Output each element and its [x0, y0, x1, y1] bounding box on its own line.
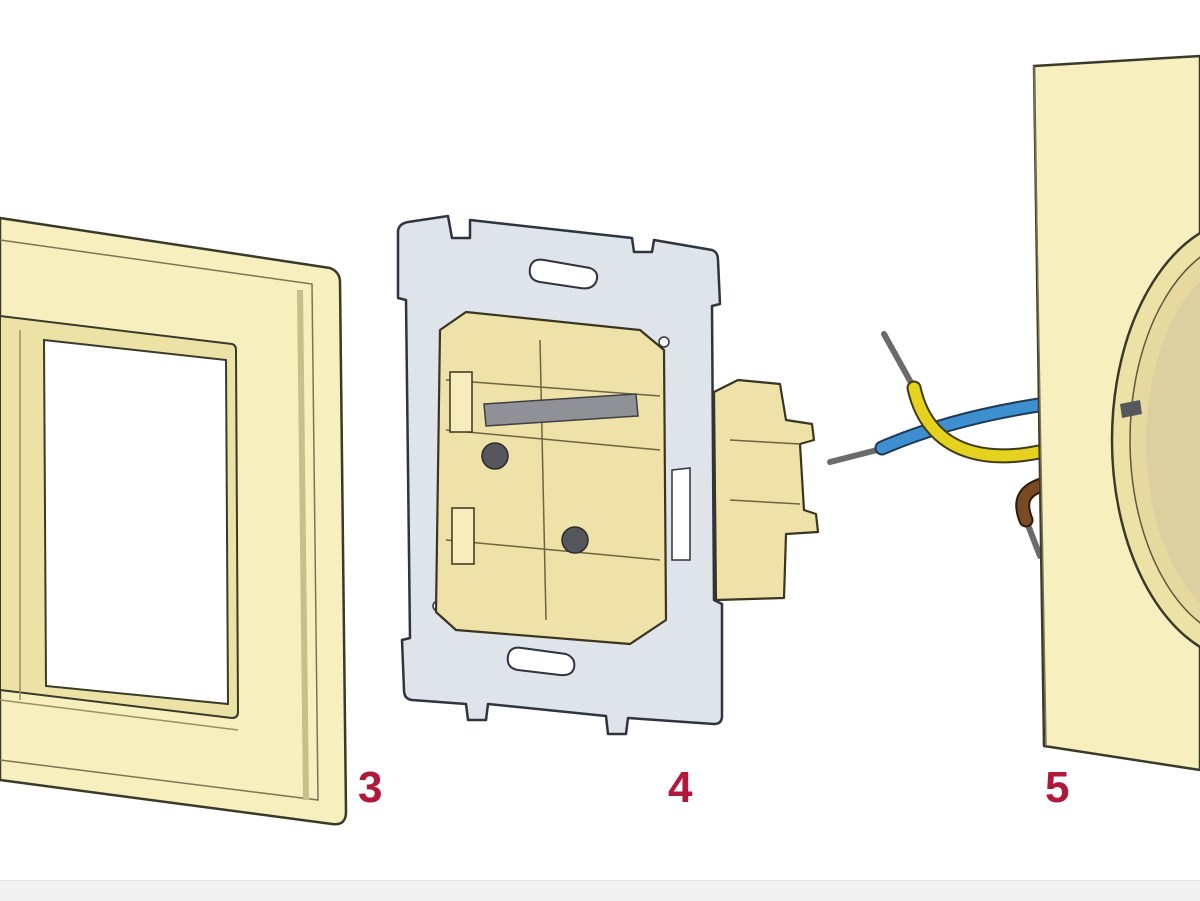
part-number-3: 3 — [358, 763, 383, 812]
wall-box-part — [1032, 54, 1200, 772]
part-number-4: 4 — [668, 763, 693, 812]
part-number-5: 5 — [1045, 763, 1070, 812]
mechanism-part — [396, 214, 820, 736]
bottom-strip — [0, 880, 1200, 901]
frame-part — [0, 216, 348, 826]
